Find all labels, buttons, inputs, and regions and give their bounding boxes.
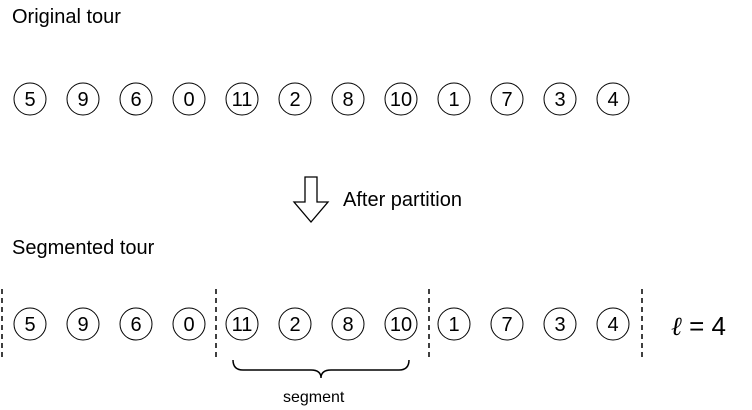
node-circle	[596, 82, 630, 116]
tour-node: 2	[278, 82, 312, 116]
node-circle	[331, 307, 365, 341]
after-partition-label: After partition	[343, 189, 462, 211]
tour-node: 4	[596, 307, 630, 341]
node-label: 9	[77, 89, 88, 111]
node-circle	[490, 82, 524, 116]
tour-node: 1	[437, 307, 471, 341]
node-label: 8	[342, 314, 353, 336]
node-circle	[66, 307, 100, 341]
original-tour-row: 5 9 6 0 11 2 8 10 1 7 3 4	[13, 82, 630, 116]
node-label: 1	[448, 89, 459, 111]
tour-node: 3	[543, 82, 577, 116]
node-label: 2	[289, 314, 300, 336]
tour-node: 7	[490, 82, 524, 116]
segment-length-equation: ℓ = 4	[671, 311, 726, 342]
tour-node: 1	[437, 82, 471, 116]
segmented-tour-title: Segmented tour	[12, 237, 155, 259]
node-circle	[66, 82, 100, 116]
segment-length-value: = 4	[681, 311, 726, 341]
node-label: 8	[342, 89, 353, 111]
node-circle	[278, 82, 312, 116]
node-circle	[490, 307, 524, 341]
tour-node: 3	[543, 307, 577, 341]
node-label: 6	[130, 314, 141, 336]
node-label: 9	[77, 314, 88, 336]
node-label: 5	[24, 89, 35, 111]
node-label: 3	[554, 89, 565, 111]
node-circle	[543, 307, 577, 341]
tour-node: 8	[331, 307, 365, 341]
tour-node: 5	[13, 82, 47, 116]
node-circle	[278, 307, 312, 341]
node-label: 5	[24, 314, 35, 336]
node-circle	[225, 82, 259, 116]
tour-node: 9	[66, 307, 100, 341]
tour-node: 5	[13, 307, 47, 341]
node-circle	[384, 307, 418, 341]
tour-node: 6	[119, 82, 153, 116]
node-circle	[119, 307, 153, 341]
tour-node: 9	[66, 82, 100, 116]
tour-node: 8	[331, 82, 365, 116]
node-label: 2	[289, 89, 300, 111]
node-circle	[384, 82, 418, 116]
node-label: 11	[232, 314, 253, 336]
node-label: 10	[390, 314, 412, 336]
tour-node: 2	[278, 307, 312, 341]
node-circle	[13, 82, 47, 116]
tour-node: 0	[172, 307, 206, 341]
node-circle	[172, 82, 206, 116]
node-label: 7	[501, 89, 512, 111]
tour-node: 0	[172, 82, 206, 116]
node-label: 11	[232, 89, 253, 111]
node-circle	[225, 307, 259, 341]
node-label: 7	[501, 314, 512, 336]
tour-node: 7	[490, 307, 524, 341]
node-label: 3	[554, 314, 565, 336]
node-label: 4	[607, 314, 618, 336]
segmented-tour-row: 5 9 6 0 11 2 8 10 1 7 3 4	[13, 307, 630, 341]
tour-node: 10	[384, 82, 418, 116]
node-label: 4	[607, 89, 618, 111]
node-label: 0	[183, 314, 194, 336]
node-label: 1	[448, 314, 459, 336]
tour-node: 4	[596, 82, 630, 116]
node-circle	[119, 82, 153, 116]
node-label: 0	[183, 89, 194, 111]
down-arrow-icon	[292, 176, 330, 224]
tour-node: 11	[225, 307, 259, 341]
ell-symbol: ℓ	[671, 312, 682, 342]
segment-label: segment	[283, 389, 345, 406]
node-circle	[596, 307, 630, 341]
tour-node: 11	[225, 82, 259, 116]
node-circle	[13, 307, 47, 341]
original-tour-title: Original tour	[12, 6, 121, 28]
segment-brace	[232, 359, 410, 379]
node-label: 10	[390, 89, 412, 111]
tour-node: 6	[119, 307, 153, 341]
tour-node: 10	[384, 307, 418, 341]
node-circle	[543, 82, 577, 116]
node-circle	[172, 307, 206, 341]
node-circle	[331, 82, 365, 116]
node-circle	[437, 82, 471, 116]
node-label: 6	[130, 89, 141, 111]
node-circle	[437, 307, 471, 341]
